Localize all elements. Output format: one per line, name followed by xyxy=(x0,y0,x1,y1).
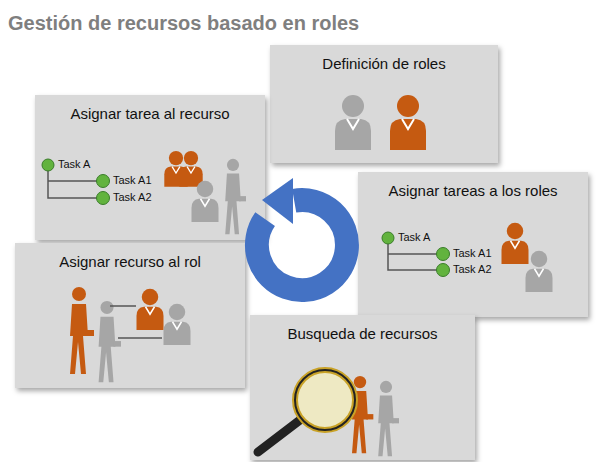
cycle-arrowhead xyxy=(262,178,293,224)
role-person xyxy=(390,95,426,150)
step-title: Asignar recurso al rol xyxy=(15,243,245,270)
step-panel: Asignar recurso al rol xyxy=(15,243,245,388)
step-panel: Asignar tareas a los roles xyxy=(358,172,588,317)
task-label: Task A xyxy=(58,158,90,170)
role-person xyxy=(335,95,371,150)
diagram-title: Gestión de recursos basado en roles xyxy=(8,12,359,35)
step-title: Asignar tarea al recurso xyxy=(35,95,265,122)
task-label: Task A2 xyxy=(113,191,152,203)
task-label: Task A1 xyxy=(453,247,492,259)
task-tree xyxy=(48,166,98,198)
task-label: Task A1 xyxy=(113,174,152,186)
step-title: Asignar tareas a los roles xyxy=(358,172,588,199)
step-title: Definición de roles xyxy=(270,45,498,72)
step-panel: Definición de roles xyxy=(270,45,498,163)
cycle-arrow xyxy=(257,200,347,290)
step-title: Busqueda de recursos xyxy=(250,315,475,342)
task-label: Task A2 xyxy=(453,263,492,275)
task-label: Task A xyxy=(398,231,430,243)
